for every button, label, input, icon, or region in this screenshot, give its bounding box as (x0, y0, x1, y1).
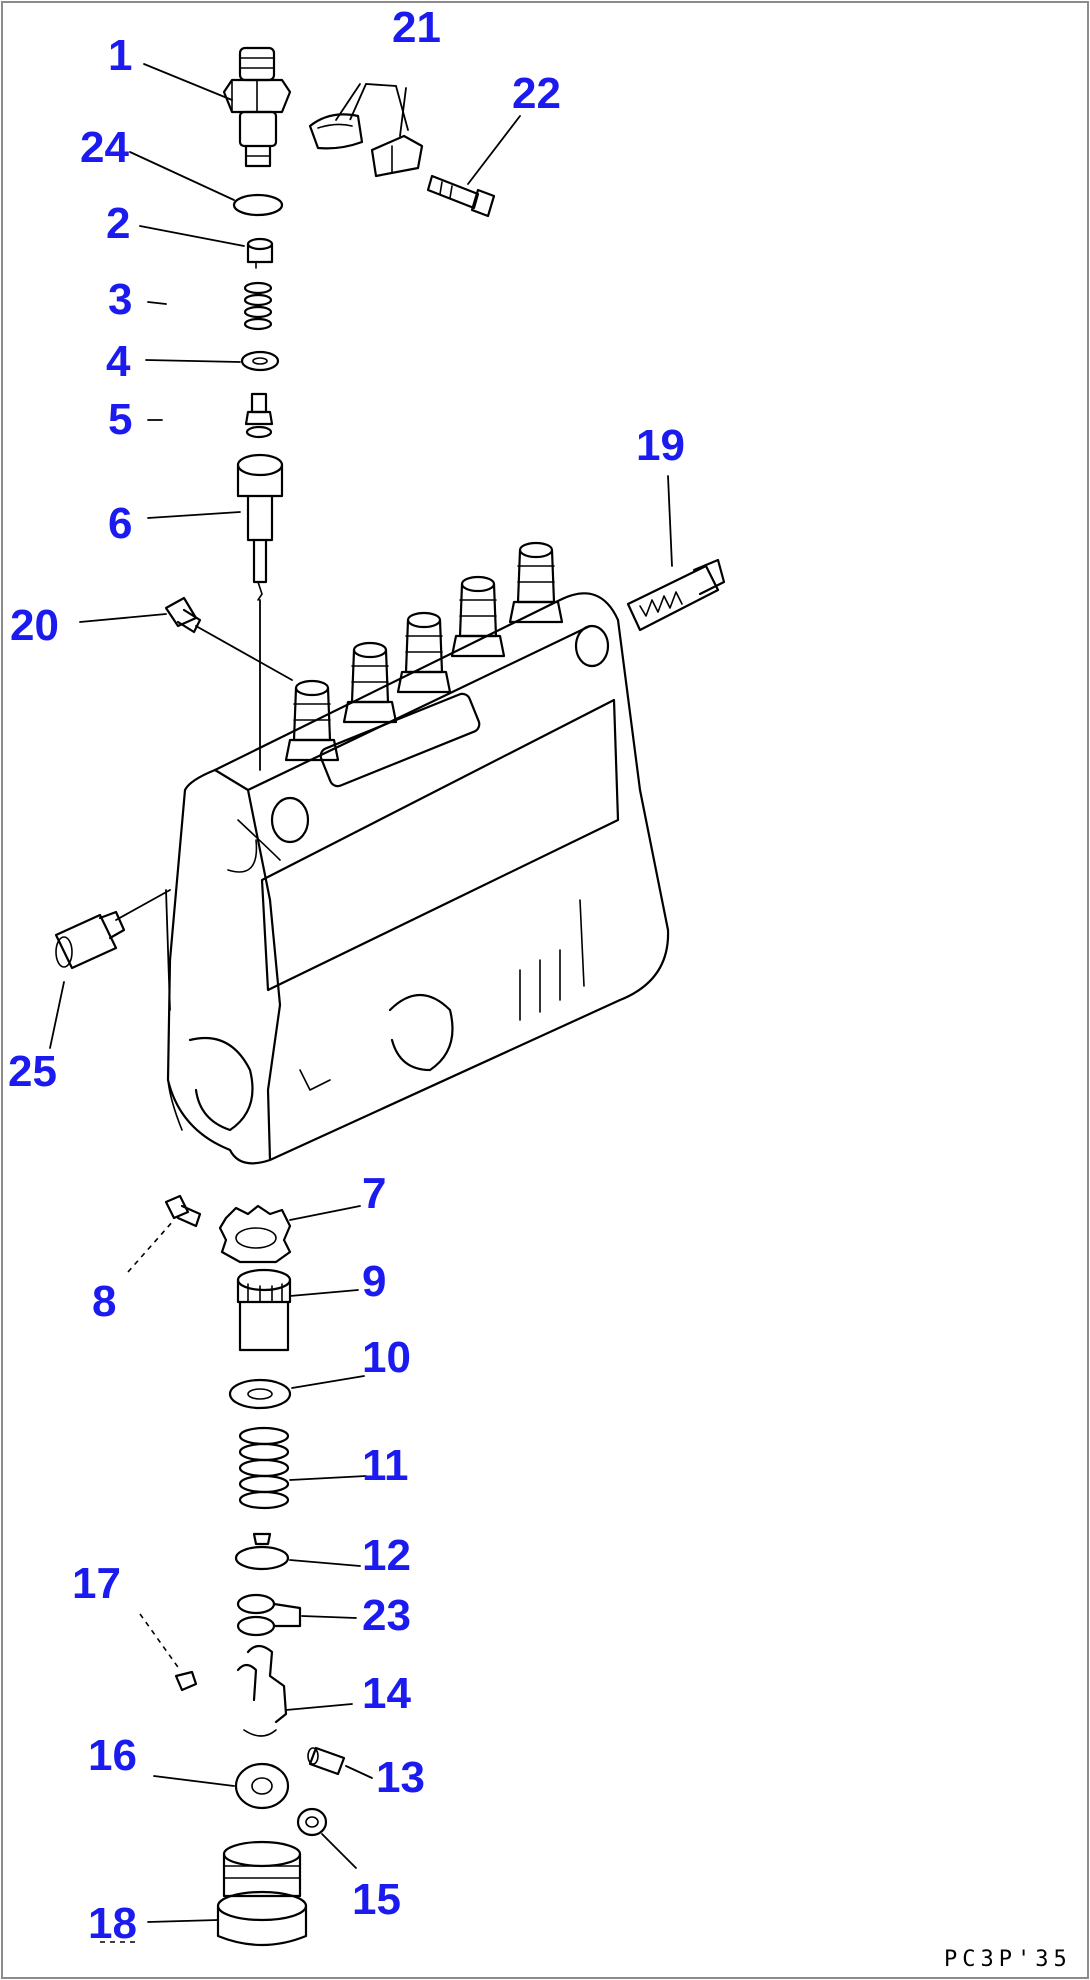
part-5-delivery-valve[interactable] (244, 392, 274, 439)
callout-18: 18 (88, 1899, 137, 1948)
callout-6: 6 (108, 499, 132, 548)
part-13-roller-pin[interactable] (307, 1746, 346, 1776)
part-6-plunger-barrel[interactable] (236, 453, 284, 601)
part-7-pinion[interactable] (218, 1204, 292, 1264)
part-1-delivery-valve-holder[interactable] (222, 46, 292, 168)
callout-11: 11 (362, 1441, 409, 1490)
leader-lines (49, 63, 673, 1943)
callout-25: 25 (8, 1047, 57, 1096)
callout-22: 22 (512, 69, 561, 118)
callout-3: 3 (108, 275, 132, 324)
part-24-o-ring[interactable] (232, 193, 284, 217)
callout-24: 24 (80, 123, 129, 172)
part-3-valve-spring[interactable] (243, 281, 273, 331)
outlet-stubs (284, 541, 564, 762)
part-20-bleeder-screw[interactable] (164, 596, 202, 634)
callout-2: 2 (106, 199, 130, 248)
callout-12: 12 (362, 1531, 411, 1580)
part-17-pin[interactable] (174, 1670, 198, 1692)
callout-21: 21 (392, 3, 441, 52)
part-2-valve-stopper[interactable] (246, 237, 274, 269)
callout-19: 19 (636, 421, 685, 470)
part-25-plug[interactable] (54, 910, 126, 970)
part-21-bracket-pieces[interactable] (308, 113, 424, 178)
callout-15: 15 (352, 1875, 401, 1924)
callout-labels: 1 21 22 24 2 3 4 5 6 19 20 25 7 8 9 10 1… (8, 3, 685, 1948)
part-12-lower-spring-seat[interactable] (234, 1532, 290, 1571)
part-15-bushing[interactable] (296, 1807, 328, 1837)
callout-13: 13 (376, 1753, 425, 1802)
callout-1: 1 (108, 31, 132, 80)
callout-23: 23 (362, 1591, 411, 1640)
part-10-spring-seat[interactable] (228, 1378, 292, 1410)
part-19-control-rack[interactable] (626, 558, 726, 632)
callout-14: 14 (362, 1669, 411, 1718)
part-23-shim[interactable] (236, 1593, 302, 1637)
part-16-roller[interactable] (234, 1762, 290, 1810)
callout-20: 20 (10, 601, 59, 650)
callout-7: 7 (362, 1169, 386, 1218)
callout-16: 16 (88, 1731, 137, 1780)
part-14-tappet[interactable] (236, 1644, 288, 1737)
part-9-control-sleeve[interactable] (236, 1268, 292, 1352)
callout-17: 17 (72, 1559, 121, 1608)
part-11-plunger-spring[interactable] (238, 1426, 290, 1510)
part-22-screw[interactable] (426, 174, 496, 218)
callout-5: 5 (108, 395, 132, 444)
part-4-gasket[interactable] (240, 350, 280, 372)
callout-4: 4 (106, 337, 131, 386)
drawing-code: PC3P'35 (944, 1947, 1072, 1972)
part-18-plug[interactable] (216, 1840, 308, 1947)
callout-10: 10 (362, 1333, 411, 1382)
callout-9: 9 (362, 1257, 386, 1306)
part-8-screw[interactable] (164, 1194, 202, 1228)
pump-housing[interactable] (166, 592, 670, 1165)
callout-8: 8 (92, 1277, 116, 1326)
